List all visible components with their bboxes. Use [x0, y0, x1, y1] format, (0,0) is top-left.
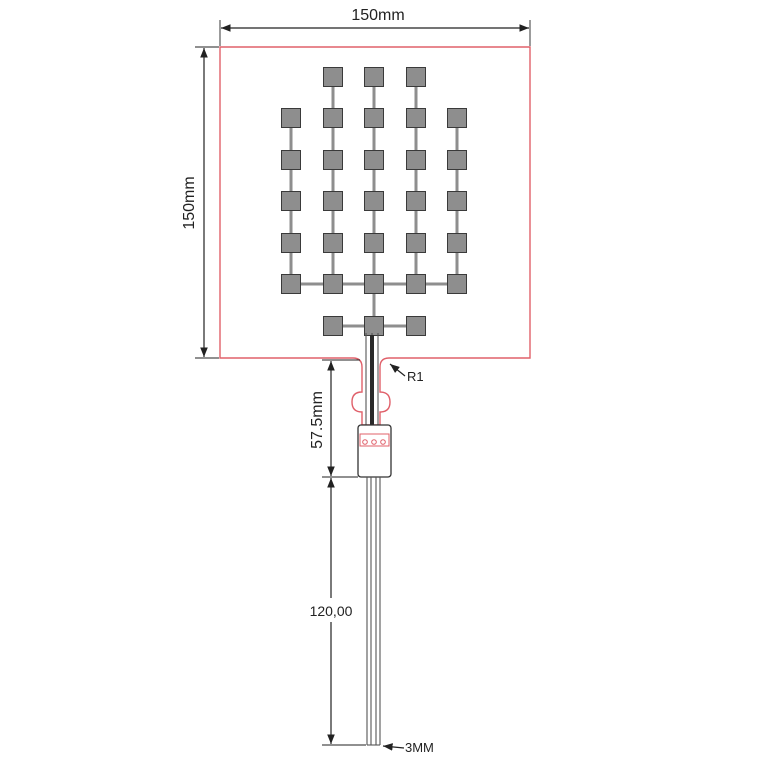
height-dimension: 150mm — [181, 46, 219, 359]
sensor-pad — [281, 191, 301, 211]
lead-label: 120,00 — [310, 603, 353, 619]
sensor-pad — [406, 191, 426, 211]
connector-block — [357, 424, 392, 478]
sensor-pad — [406, 274, 426, 294]
tail-conductors — [365, 333, 379, 430]
sensor-pad — [447, 191, 467, 211]
sensor-pad — [281, 150, 301, 170]
sensor-pad — [323, 67, 343, 87]
width-label: 150mm — [351, 7, 404, 24]
sensor-pad — [281, 233, 301, 253]
sensor-pad — [364, 150, 384, 170]
sensor-pad — [406, 316, 426, 336]
radius-callout: R1 — [389, 363, 424, 384]
sensor-pad — [364, 67, 384, 87]
sensor-pad — [447, 108, 467, 128]
sensor-pad — [447, 274, 467, 294]
sensor-pad — [364, 233, 384, 253]
sensor-pad — [447, 150, 467, 170]
sensor-pad — [406, 150, 426, 170]
sensor-pad — [364, 274, 384, 294]
width-dimension: 150mm — [219, 7, 531, 46]
lead-wires — [366, 477, 381, 746]
sensor-pad — [281, 274, 301, 294]
tail-label: 57.5mm — [309, 391, 326, 449]
pad-array — [281, 67, 467, 336]
lead-dimension: 120,00 — [302, 478, 366, 746]
lead-width-callout: 3MM — [382, 740, 434, 755]
height-label: 150mm — [181, 176, 198, 229]
sensor-pad — [364, 191, 384, 211]
sensor-pad — [323, 233, 343, 253]
sensor-pad — [447, 233, 467, 253]
sensor-pad — [323, 108, 343, 128]
sensor-pad — [281, 108, 301, 128]
sensor-pad — [323, 191, 343, 211]
sensor-pad — [323, 150, 343, 170]
sensor-pad — [364, 316, 384, 336]
lead-width-label: 3MM — [405, 740, 434, 755]
sensor-pad — [406, 67, 426, 87]
tail-dimension: 57.5mm — [309, 359, 360, 478]
sensor-pad — [323, 274, 343, 294]
radius-label: R1 — [407, 369, 424, 384]
sensor-pad — [406, 233, 426, 253]
sensor-pad — [323, 316, 343, 336]
sensor-pad — [406, 108, 426, 128]
sensor-pad — [364, 108, 384, 128]
